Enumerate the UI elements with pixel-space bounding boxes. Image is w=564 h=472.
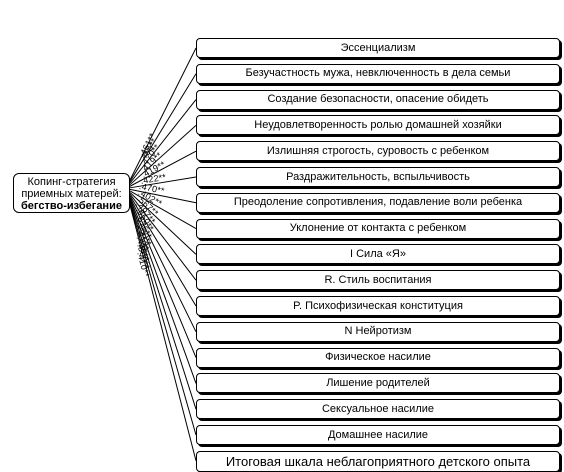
target-label: Неудовлетворенность ролью домашней хозяй… xyxy=(254,118,502,131)
target-label: Создание безопасности, опасение обидеть xyxy=(267,93,489,106)
source-line-2: приемных матерей: xyxy=(21,188,122,200)
target-label: Итоговая шкала неблагоприятного детского… xyxy=(225,453,531,469)
source-node: Копинг-стратегия приемных матерей: бегст… xyxy=(13,173,130,213)
connector-lines xyxy=(129,47,197,461)
target-box: Преодоление сопротивления, подавление во… xyxy=(196,192,560,213)
target-box: Создание безопасности, опасение обидеть xyxy=(196,89,560,110)
target-box: Безучастность мужа, невключенность в дел… xyxy=(196,63,560,84)
target-box: Излишняя строгость, суровость с ребенком xyxy=(196,141,560,162)
connector-line xyxy=(129,188,197,204)
target-box: Сексуальное насилие xyxy=(196,399,560,420)
connector-line xyxy=(129,201,197,410)
connector-line xyxy=(129,203,197,436)
target-label: Сексуальное насилие xyxy=(321,402,435,415)
target-label: N Нейротизм xyxy=(344,325,412,338)
target-label: Безучастность мужа, невключенность в дел… xyxy=(245,67,511,80)
connector-line xyxy=(129,198,197,358)
target-label: Уклонение от контакта с ребенком xyxy=(289,222,467,235)
target-label: Физическое насилие xyxy=(325,351,431,364)
target-box: Физическое насилие xyxy=(196,347,560,368)
target-box: N Нейротизм xyxy=(196,321,560,342)
source-line-3: бегство-избегание xyxy=(21,200,122,212)
target-box: Раздражительность, вспыльчивость xyxy=(196,167,560,187)
connector-line xyxy=(129,73,197,182)
target-label: Лишение родителей xyxy=(326,376,430,389)
target-label: P. Психофизическая конституция xyxy=(293,299,463,312)
target-box: Домашнее насилие xyxy=(196,425,560,445)
connector-line xyxy=(129,176,197,189)
connector-line xyxy=(129,150,197,187)
connector-line xyxy=(129,190,197,230)
target-label: Раздражительность, вспыльчивость xyxy=(286,170,470,183)
connector-line xyxy=(129,193,197,281)
connector-line xyxy=(129,192,197,255)
connector-line xyxy=(129,204,197,461)
target-box: Неудовлетворенность ролью домашней хозяй… xyxy=(196,115,560,136)
target-label: Домашнее насилие xyxy=(327,428,429,441)
target-box: I Сила «Я» xyxy=(196,244,560,265)
target-box: Уклонение от контакта с ребенком xyxy=(196,218,560,239)
connector-line xyxy=(129,200,197,384)
target-label: R. Стиль воспитания xyxy=(324,273,432,286)
connector-line xyxy=(129,99,197,184)
target-box: Итоговая шкала неблагоприятного детского… xyxy=(196,450,560,472)
target-label: Эссенциализм xyxy=(340,41,416,54)
connector-line xyxy=(129,47,197,181)
target-box: Лишение родителей xyxy=(196,373,560,394)
connector-line xyxy=(129,195,197,307)
target-label: Преодоление сопротивления, подавление во… xyxy=(233,196,523,209)
source-line-1: Копинг-стратегия xyxy=(27,176,116,188)
target-box: P. Психофизическая конституция xyxy=(196,296,560,316)
connector-line xyxy=(129,196,197,333)
connector-line xyxy=(129,125,197,186)
target-box: Эссенциализм xyxy=(196,38,560,58)
target-label: I Сила «Я» xyxy=(350,247,406,260)
target-box: R. Стиль воспитания xyxy=(196,270,560,291)
target-label: Излишняя строгость, суровость с ребенком xyxy=(266,144,490,157)
